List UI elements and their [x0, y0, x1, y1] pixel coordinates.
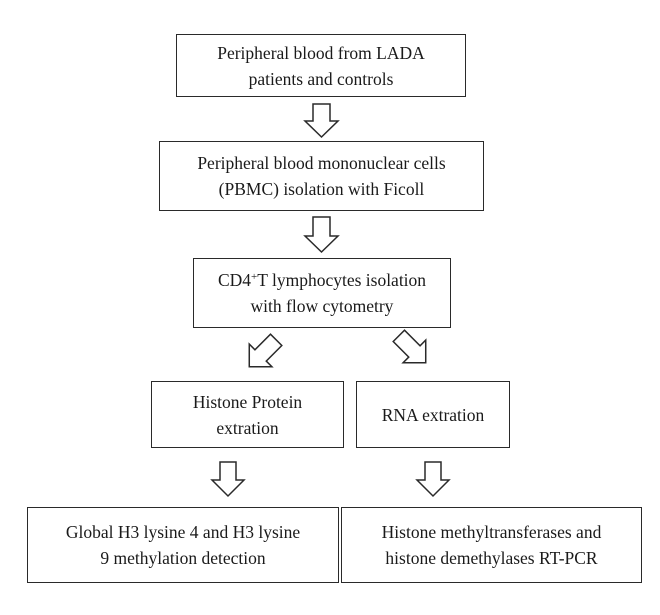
cd4-line1-suffix: T lymphocytes isolation — [257, 270, 427, 290]
step-rt-pcr-line2: histone demethylases RT-PCR — [385, 548, 598, 568]
step-blood-collection-line1: Peripheral blood from LADA — [217, 42, 425, 63]
cd4-superscript: + — [251, 271, 258, 283]
step-rna-extraction: RNA extration — [356, 381, 510, 448]
step-blood-collection-line2: patients and controls — [248, 68, 394, 89]
arrow-diag-right — [392, 329, 427, 364]
step-pbmc-isolation-line1: Peripheral blood mononuclear cells — [197, 153, 446, 173]
arrow-down-3 — [210, 461, 246, 498]
step-cd4-isolation: CD4+T lymphocytes isolation with flow cy… — [193, 258, 451, 328]
step-rt-pcr-line1: Histone methyltransferases and — [381, 522, 602, 542]
step-pbmc-isolation-line2: (PBMC) isolation with Ficoll — [218, 179, 425, 199]
arrow-diag-left — [248, 333, 283, 368]
step-rt-pcr: Histone methyltransferases and histone d… — [341, 507, 642, 583]
arrow-down-2 — [303, 216, 340, 254]
step-pbmc-isolation: Peripheral blood mononuclear cells (PBMC… — [159, 141, 484, 211]
step-rna-extraction-line1: RNA extration — [381, 404, 485, 425]
step-methylation-detection: Global H3 lysine 4 and H3 lysine 9 methy… — [27, 507, 339, 583]
step-histone-protein-line1: Histone Protein — [192, 391, 303, 412]
arrow-down-1 — [303, 103, 340, 139]
step-histone-protein-extraction: Histone Protein extration — [151, 381, 344, 448]
step-methylation-detection-line2: 9 methylation detection — [100, 548, 266, 568]
arrow-down-4 — [415, 461, 451, 498]
step-cd4-isolation-line1: CD4+T lymphocytes isolation — [218, 267, 426, 293]
step-histone-protein-line2: extration — [216, 417, 279, 438]
step-blood-collection: Peripheral blood from LADA patients and … — [176, 34, 466, 97]
step-methylation-detection-line1: Global H3 lysine 4 and H3 lysine — [65, 522, 301, 542]
cd4-label: CD4 — [217, 270, 251, 290]
step-cd4-isolation-line2: with flow cytometry — [250, 296, 394, 316]
